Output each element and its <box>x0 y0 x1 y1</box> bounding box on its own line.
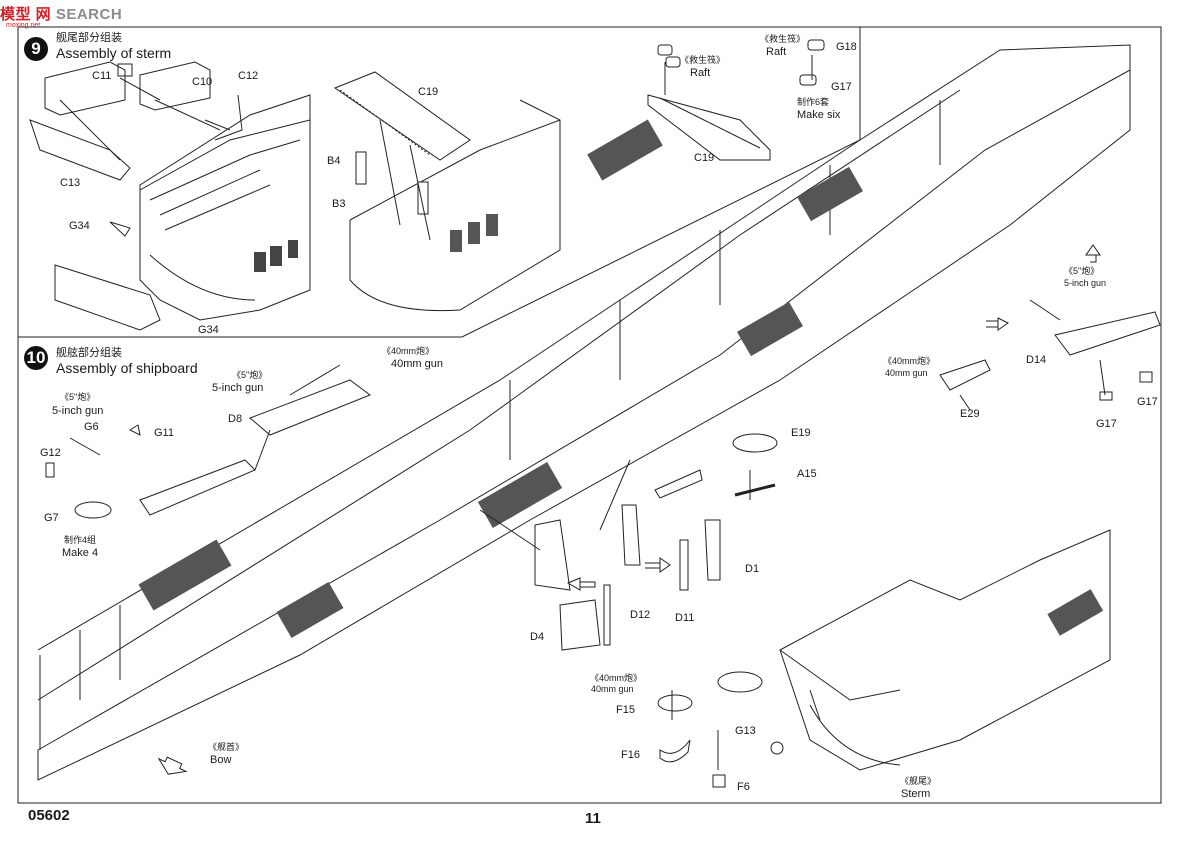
part-label: D12 <box>630 609 651 621</box>
part-label: E29 <box>960 408 980 420</box>
gun40-right-cn: 《40mm炮》 <box>883 356 936 366</box>
make-six-cn: 制作6套 <box>797 97 830 107</box>
gun5-top-cn: 《5"炮》 <box>232 370 268 380</box>
part-label: C19 <box>694 152 715 164</box>
part-label: C13 <box>60 177 81 189</box>
page-frame <box>17 26 1162 804</box>
gun40-top-en: 40mm gun <box>391 358 443 370</box>
part-label: G18 <box>836 41 857 53</box>
step-9-title-en: Assembly of sterm <box>56 45 172 61</box>
part-label: G17 <box>831 81 852 93</box>
step9-box-border <box>18 27 861 338</box>
make-four-cn: 制作4组 <box>64 535 97 545</box>
raft-label-en: Raft <box>766 46 787 58</box>
raft-label-cn: 《救生筏》 <box>680 55 726 65</box>
gun5-left-en: 5-inch gun <box>52 405 104 417</box>
product-code: 05602 <box>28 807 70 824</box>
step-10-title-cn: 舰舷部分组装 <box>56 347 122 359</box>
make-six-en: Make six <box>797 109 841 121</box>
part-label: A15 <box>797 468 817 480</box>
part-label: F6 <box>737 781 750 793</box>
boat-parts <box>654 433 778 499</box>
part-label: G12 <box>40 447 61 459</box>
bow-en: Bow <box>210 754 232 766</box>
part-label: B4 <box>327 155 341 167</box>
watermark-url: moxing.net <box>6 22 41 29</box>
deck-panels-center <box>534 504 721 651</box>
part-label: G34 <box>198 324 219 336</box>
part-label: C19 <box>418 86 439 98</box>
part-label: D14 <box>1026 354 1047 366</box>
part-label: G6 <box>84 421 99 433</box>
leader-lines <box>59 55 1106 770</box>
gun-40mm-e29 <box>939 359 991 391</box>
step-9-title: 舰尾部分组装 Assembly of sterm <box>56 32 171 61</box>
part-label: D1 <box>745 563 760 575</box>
stern-section-left <box>29 61 311 331</box>
gun40-top-cn: 《40mm炮》 <box>382 346 435 356</box>
gun-tub-left <box>139 459 256 516</box>
part-label: G7 <box>44 512 59 524</box>
step-10-title: 舰舷部分组装 Assembly of shipboard <box>56 347 198 376</box>
stern-en: Sterm <box>901 788 931 800</box>
gun5-right-en: 5-inch gun <box>1064 278 1107 288</box>
gun-40mm-f-parts <box>657 671 784 788</box>
gun5-left-cn: 《5"炮》 <box>60 392 96 402</box>
part-label: D4 <box>530 631 545 643</box>
part-label: G17 <box>1096 418 1117 430</box>
gun5-top-en: 5-inch gun <box>212 382 264 394</box>
bow-cn: 《舰首》 <box>208 742 245 752</box>
watermark-logo: 模型 网 SEARCH <box>0 3 122 24</box>
step-9-title-cn: 舰尾部分组装 <box>56 32 122 44</box>
raft-label-cn: 《救生筏》 <box>760 34 806 44</box>
part-label: B3 <box>332 198 346 210</box>
part-label: F15 <box>616 704 635 716</box>
watermark-main: 模型 网 <box>0 6 52 23</box>
part-label: C10 <box>192 76 213 88</box>
raft-tray <box>647 39 825 161</box>
part-label: E19 <box>791 427 811 439</box>
step-9-number: 9 <box>24 37 48 61</box>
gun-tub-d8 <box>249 379 372 436</box>
gun5-right-cn: 《5"炮》 <box>1064 266 1100 276</box>
main-hull <box>37 44 1131 781</box>
raft-label-en: Raft <box>690 67 711 79</box>
part-label: G34 <box>69 220 90 232</box>
step-10-title-en: Assembly of shipboard <box>56 360 198 376</box>
gun40-bottom-cn: 《40mm炮》 <box>590 673 643 683</box>
part-label: C11 <box>92 70 112 82</box>
stern-cn: 《舰尾》 <box>900 776 937 786</box>
part-label: G11 <box>154 427 174 439</box>
part-label: D11 <box>675 612 695 624</box>
part-label: D8 <box>228 413 243 425</box>
stern-lower-right <box>779 529 1111 771</box>
deck-d14-right <box>1054 311 1161 401</box>
make-four-en: Make 4 <box>62 547 99 559</box>
direction-arrows <box>157 244 1101 775</box>
gun-5inch-g-parts <box>45 424 141 519</box>
part-label: G13 <box>735 725 756 737</box>
part-label: C12 <box>238 70 259 82</box>
watermark-search: SEARCH <box>55 6 123 23</box>
part-label: F16 <box>621 749 640 761</box>
step-10-number: 10 <box>24 346 48 370</box>
gun40-right-en: 40mm gun <box>885 368 928 378</box>
part-label: G17 <box>1137 396 1158 408</box>
page-number: 11 <box>585 810 601 827</box>
stern-section-middle <box>333 71 561 312</box>
gun40-bottom-en: 40mm gun <box>591 684 634 694</box>
